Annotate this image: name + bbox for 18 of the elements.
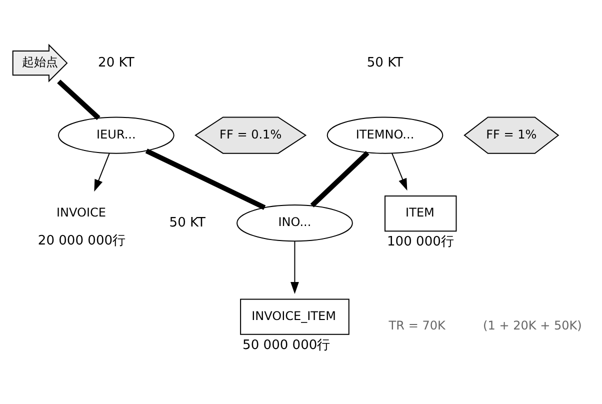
node-ellipse: ITEMNO...: [326, 116, 444, 154]
node-ellipse: IEUR...: [58, 116, 174, 154]
node-label: 50 KT: [366, 54, 404, 70]
connector: [310, 150, 370, 207]
node-ellipse: INO...: [236, 204, 353, 242]
label: (1 + 20K + 50K): [483, 318, 582, 332]
connector: [57, 79, 100, 120]
arrow: [290, 240, 299, 294]
node-label: 100 000行: [387, 234, 454, 250]
node-label: 20 KT: [98, 54, 134, 70]
arrow: [391, 152, 408, 190]
label: TR = 70K: [388, 318, 446, 332]
node-label: 50 000 000行: [242, 337, 330, 352]
node-text: INVOICE: [56, 205, 106, 220]
node-label: 20 000 000行: [38, 233, 126, 248]
node-label: 50 KT: [169, 214, 206, 230]
connector: [145, 148, 266, 210]
arrow: [94, 152, 110, 192]
